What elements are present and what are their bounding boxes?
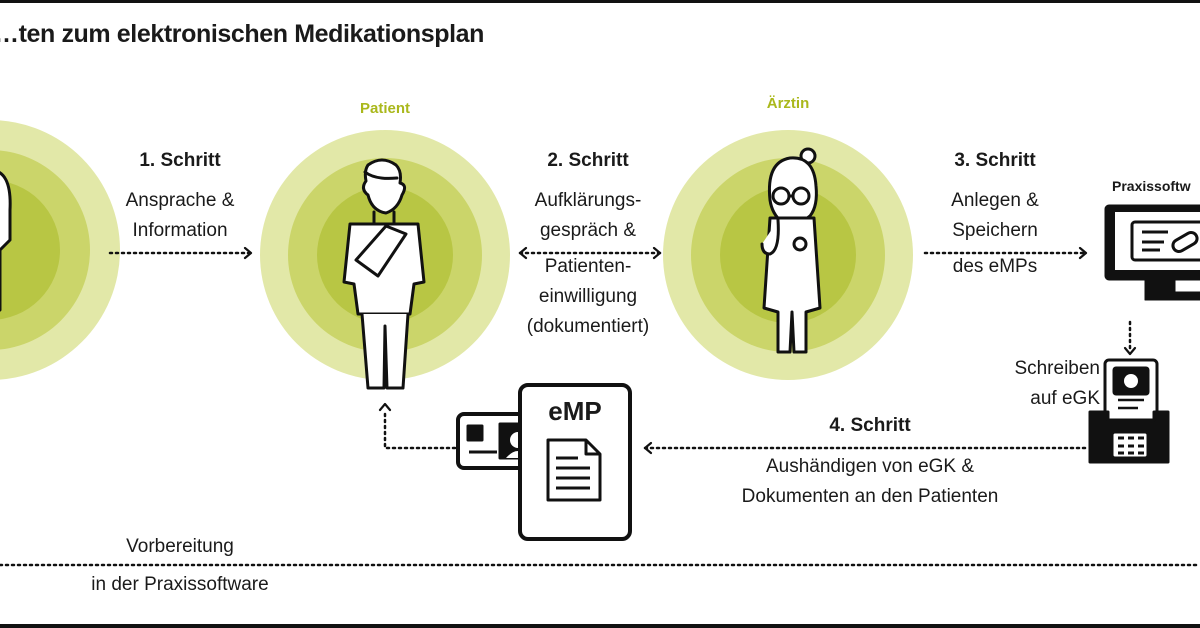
step-1-label: 1. Schritt [139, 150, 221, 171]
step-1-text: Ansprache & Information [100, 186, 260, 246]
step-2-line: (dokumentiert) [526, 316, 650, 337]
person-icon [0, 171, 12, 312]
write-egk-text: Schreiben auf eGK [990, 354, 1100, 414]
step-3-text: Anlegen & Speichern des eMPs [915, 186, 1075, 282]
step-2-line: Aufklärungs- [534, 190, 642, 211]
preparation-line-1: Vorbereitung [126, 536, 234, 557]
diagram-title: …ten zum elektronischen Medikationsplan [0, 20, 485, 48]
step-2-line: gespräch & [539, 220, 637, 241]
step-1-line: Ansprache & [125, 190, 235, 211]
step-4-label: 4. Schritt [829, 415, 911, 436]
step-4-line: Dokumenten an den Patienten [741, 486, 999, 507]
emp-label: eMP [548, 396, 602, 426]
step-2-line: Patienten- [544, 256, 632, 277]
monitor-pill-icon [1104, 204, 1200, 301]
step-1-line: Information [132, 220, 228, 241]
step-2-text: Aufklärungs- gespräch & Patienten- einwi… [503, 186, 673, 342]
bottom-border [0, 624, 1200, 628]
role-software: Praxissoftw [1112, 178, 1191, 194]
step-2-line: einwilligung [538, 286, 638, 307]
step-4-line: Aushändigen von eGK & [765, 456, 975, 477]
document-icon [518, 383, 632, 541]
step-3-line: Speichern [952, 220, 1038, 241]
preparation-line-2: in der Praxissoftware [91, 574, 269, 595]
card-reader-icon [1088, 358, 1170, 464]
role-patient: Patient [359, 100, 410, 117]
top-border [0, 0, 1200, 3]
arrow-heads [243, 246, 1137, 455]
role-doctor: Ärztin [766, 95, 810, 112]
arrows [0, 251, 1200, 567]
step-4-text: Aushändigen von eGK & Dokumenten an den … [710, 452, 1030, 512]
step-2-label: 2. Schritt [547, 150, 629, 171]
write-egk-line: auf eGK [1030, 388, 1100, 409]
step-3-line: des eMPs [952, 256, 1038, 277]
write-egk-line: Schreiben [1014, 358, 1100, 379]
step-3-label: 3. Schritt [954, 150, 1036, 171]
step-3-line: Anlegen & [951, 190, 1039, 211]
first-actor-circle [0, 120, 120, 380]
doctor-icon [760, 147, 822, 354]
patient-sling-icon [342, 158, 426, 390]
